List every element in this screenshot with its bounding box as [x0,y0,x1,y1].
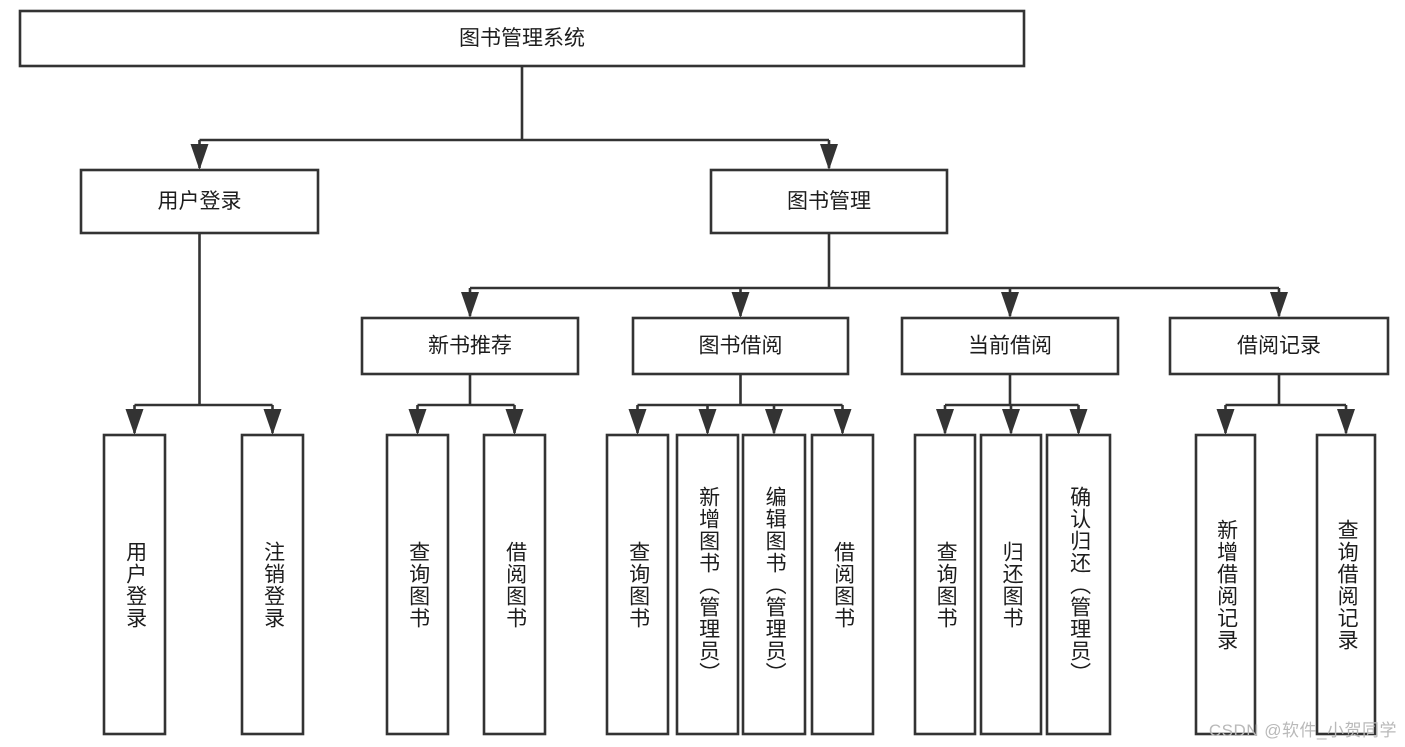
node-label-root: 图书管理系统 [459,27,585,50]
node-box-leaf-edit-book[interactable] [741,433,807,736]
arrow-head-edge-cb-query [936,409,954,435]
node-box-leaf-borrow-book-rec[interactable] [482,433,547,736]
arrow-head-edge-nb-query [408,409,427,435]
arrow-head-edge-br-query [1337,409,1355,435]
arrow-head-edge-bb-edit [765,409,783,435]
node-box-leaf-add-record[interactable] [1194,433,1257,736]
node-box-current-borrow[interactable] [900,316,1120,376]
arrow-head-edge-br-add [1216,409,1235,435]
node-box-leaf-query-book-rec[interactable] [385,433,450,736]
edge-group-current-borrow [936,374,1088,435]
node-box-borrow-record[interactable] [1168,316,1390,376]
node-box-leaf-return-book[interactable] [979,433,1043,736]
node-label-borrow-record: 借阅记录 [1237,335,1321,358]
node-label-new-book-recommend: 新书推荐 [428,335,512,358]
arrow-head-edge-bb-borrow [833,409,852,435]
node-box-root[interactable] [18,9,1026,68]
arrow-head-edge-bb-query [628,409,647,435]
node-label-user-login: 用户登录 [158,190,242,213]
arrow-head-edge-cb-return [1002,409,1020,435]
arrow-head-edge-bm-current-borrow [1001,292,1019,318]
edge-group-user-login [125,233,282,435]
edge-group-root [190,66,838,170]
node-box-leaf-user-login[interactable] [102,433,167,736]
boxes-layer [18,9,1390,736]
node-label-book-manage: 图书管理 [787,190,871,213]
arrow-head-edge-bm-book-borrow [731,292,750,318]
node-box-new-book-recommend[interactable] [360,316,580,376]
node-box-leaf-logout[interactable] [240,433,305,736]
node-label-book-borrow: 图书借阅 [699,335,783,358]
node-label-current-borrow: 当前借阅 [968,335,1052,358]
node-box-leaf-query-book-cur[interactable] [913,433,977,736]
arrow-head-edge-bm-borrow-record [1270,292,1288,318]
arrow-head-edge-ul-leaf-logout [263,409,282,435]
arrow-head-edge-bm-new-book [461,292,479,318]
node-box-leaf-confirm-return[interactable] [1045,433,1112,736]
node-box-leaf-query-record[interactable] [1315,433,1377,736]
arrow-head-edge-root-user-login [190,144,209,170]
node-box-book-borrow[interactable] [631,316,850,376]
arrow-head-edge-ul-leaf-user-login [125,409,144,435]
node-box-leaf-add-book[interactable] [675,433,740,736]
arrow-head-edge-cb-confirm [1069,409,1088,435]
arrow-head-edge-nb-borrow [505,409,524,435]
node-box-leaf-query-book-borrow[interactable] [605,433,670,736]
edge-group-book-manage [461,233,1288,318]
node-box-leaf-borrow-book[interactable] [810,433,875,736]
node-box-book-manage[interactable] [709,168,949,235]
arrow-head-edge-root-book-manage [820,144,838,170]
edge-group-borrow-record [1216,374,1355,435]
edges-layer [125,66,1355,435]
watermark-text: CSDN @软件_小贺同学 [1208,721,1397,740]
node-box-user-login[interactable] [79,168,320,235]
edge-group-book-borrow [628,374,852,435]
arrow-head-edge-bb-add [698,409,717,435]
edge-group-new-book-recommend [408,374,524,435]
